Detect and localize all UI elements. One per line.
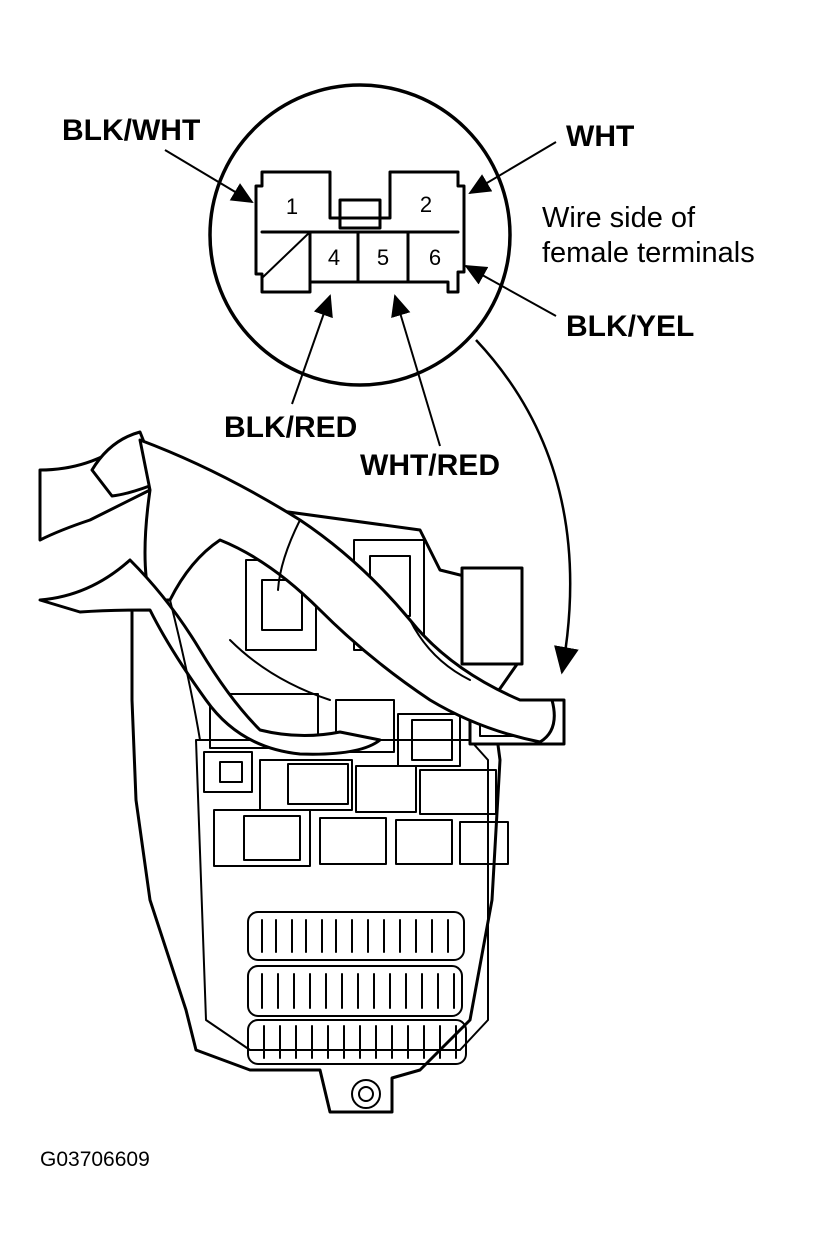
arrow-wht <box>468 141 557 195</box>
label-wire-side-2: female terminals <box>542 237 755 269</box>
pin-2: 2 <box>420 192 432 217</box>
arrow-blk-wht <box>164 149 254 204</box>
pin-1: 1 <box>286 194 298 219</box>
mounting-bolt <box>351 1079 381 1109</box>
label-wht-red: WHT/RED <box>360 449 500 482</box>
connector-latch <box>338 198 382 230</box>
pin-6: 6 <box>429 245 441 270</box>
arrow-blk-red <box>291 294 333 405</box>
fuse-rows <box>247 911 467 1065</box>
pin-4: 4 <box>328 245 340 270</box>
label-wht: WHT <box>566 120 634 153</box>
connector-detail: 1 2 4 5 6 <box>208 83 512 387</box>
pin-numbers: 1 2 4 5 6 <box>286 192 441 270</box>
pin-5: 5 <box>377 245 389 270</box>
wire-harness <box>38 430 556 756</box>
leader-arrows <box>164 141 579 675</box>
label-wire-side-1: Wire side of <box>542 202 696 234</box>
arrow-wht-red <box>391 294 441 447</box>
label-blk-red: BLK/RED <box>224 411 357 444</box>
arrow-to-connector <box>475 339 579 675</box>
label-blk-yel: BLK/YEL <box>566 310 694 343</box>
figure-id: G03706609 <box>40 1148 150 1171</box>
arrow-blk-yel <box>464 265 557 317</box>
wire-labels: BLK/WHT WHT Wire side of female terminal… <box>62 114 755 482</box>
label-blk-wht: BLK/WHT <box>62 114 200 147</box>
side-relay <box>460 566 524 666</box>
detail-circle <box>208 83 512 387</box>
connector-housing <box>254 170 466 294</box>
